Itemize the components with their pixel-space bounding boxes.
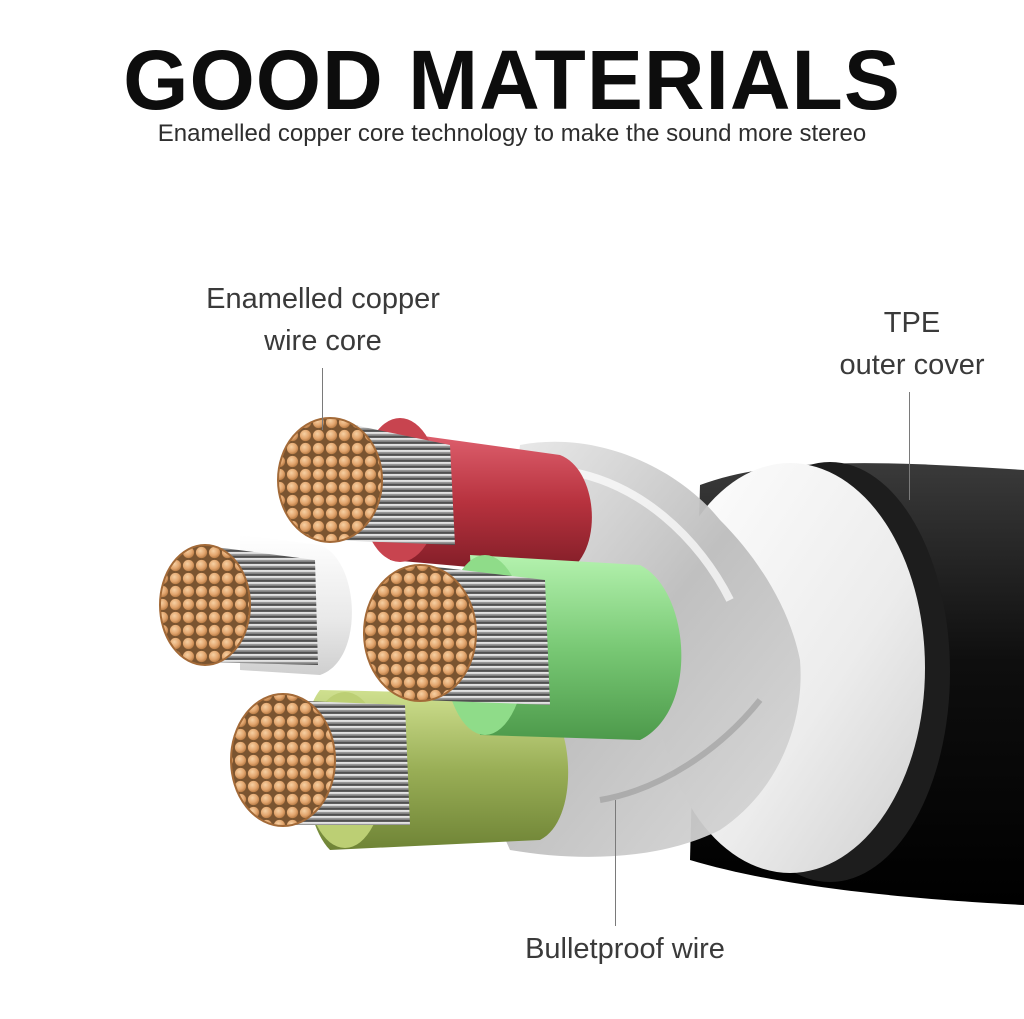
callout-copper-core-line1: Enamelled copper: [206, 283, 440, 315]
core-leader-line: [322, 368, 323, 430]
green-wire-copper-core: [363, 564, 477, 702]
callout-tpe-line1: TPE: [883, 307, 941, 339]
tpe-leader-line: [909, 392, 910, 500]
olive-wire-copper-core: [230, 693, 336, 827]
page-subtitle: Enamelled copper core technology to make…: [157, 120, 867, 147]
callout-bulletproof-wire: Bulletproof wire: [490, 928, 760, 970]
callout-copper-core: Enamelled copper wire core: [178, 278, 468, 362]
callout-tpe-cover: TPE outer cover: [812, 302, 1012, 386]
bulletproof-leader-line: [615, 800, 616, 926]
callout-bulletproof-line1: Bulletproof wire: [525, 933, 725, 965]
callout-copper-core-line2: wire core: [264, 325, 382, 357]
callout-tpe-line2: outer cover: [839, 349, 985, 381]
red-wire-copper-core: [277, 417, 383, 543]
white-wire-copper-core: [159, 544, 251, 666]
page-title: GOOD MATERIALS: [123, 33, 901, 127]
